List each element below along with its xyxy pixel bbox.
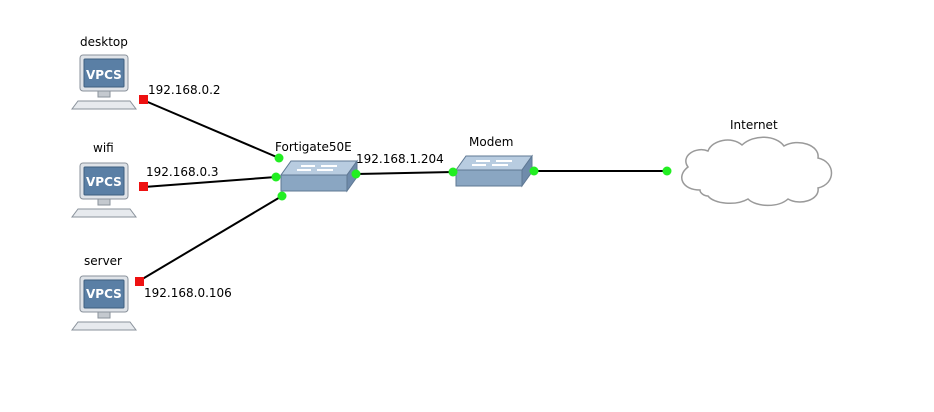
computer-icon (71, 275, 137, 331)
switch-icon (280, 160, 358, 192)
link-address-label: 192.168.0.2 (148, 83, 221, 97)
vpcs-badge: VPCS (86, 68, 122, 82)
link-address-labels: 192.168.0.2 192.168.0.3 192.168.0.106 19… (144, 83, 444, 300)
node-wifi[interactable]: VPCS wifi (71, 141, 137, 218)
port-fortigate-server (277, 191, 287, 201)
node-modem[interactable]: Modem (455, 135, 533, 187)
port-wifi (139, 182, 148, 191)
link-address-label: 192.168.0.3 (146, 165, 219, 179)
node-server[interactable]: VPCS server (71, 254, 137, 331)
port-modem-fortigate (448, 167, 458, 177)
node-desktop[interactable]: VPCS desktop (71, 35, 137, 110)
computer-icon (71, 162, 137, 218)
port-fortigate-wifi (271, 172, 281, 182)
link-desktop-fortigate[interactable] (142, 99, 280, 159)
vpcs-badge: VPCS (86, 175, 122, 189)
vpcs-badge: VPCS (86, 287, 122, 301)
node-label: desktop (80, 35, 128, 49)
node-label: Modem (469, 135, 513, 149)
node-internet[interactable]: Internet (681, 118, 833, 207)
node-label: Fortigate50E (275, 140, 352, 154)
port-internet-modem (662, 166, 672, 176)
node-label: Internet (730, 118, 778, 132)
link-server-fortigate[interactable] (138, 195, 283, 282)
link-fortigate-modem[interactable] (355, 171, 454, 175)
switch-icon (455, 155, 533, 187)
port-indicators (135, 95, 672, 286)
port-fortigate-modem (351, 169, 361, 179)
computer-icon (71, 54, 137, 110)
port-modem-internet (529, 166, 539, 176)
link-address-label: 192.168.0.106 (144, 286, 232, 300)
port-server (135, 277, 144, 286)
port-desktop (139, 95, 148, 104)
node-label: wifi (93, 141, 114, 155)
node-fortigate[interactable]: Fortigate50E (275, 140, 358, 192)
node-label: server (84, 254, 122, 268)
port-fortigate-desktop (274, 153, 284, 163)
links (138, 99, 667, 282)
link-address-label: 192.168.1.204 (356, 152, 444, 166)
link-wifi-fortigate[interactable] (143, 176, 277, 188)
cloud-icon (681, 136, 833, 207)
